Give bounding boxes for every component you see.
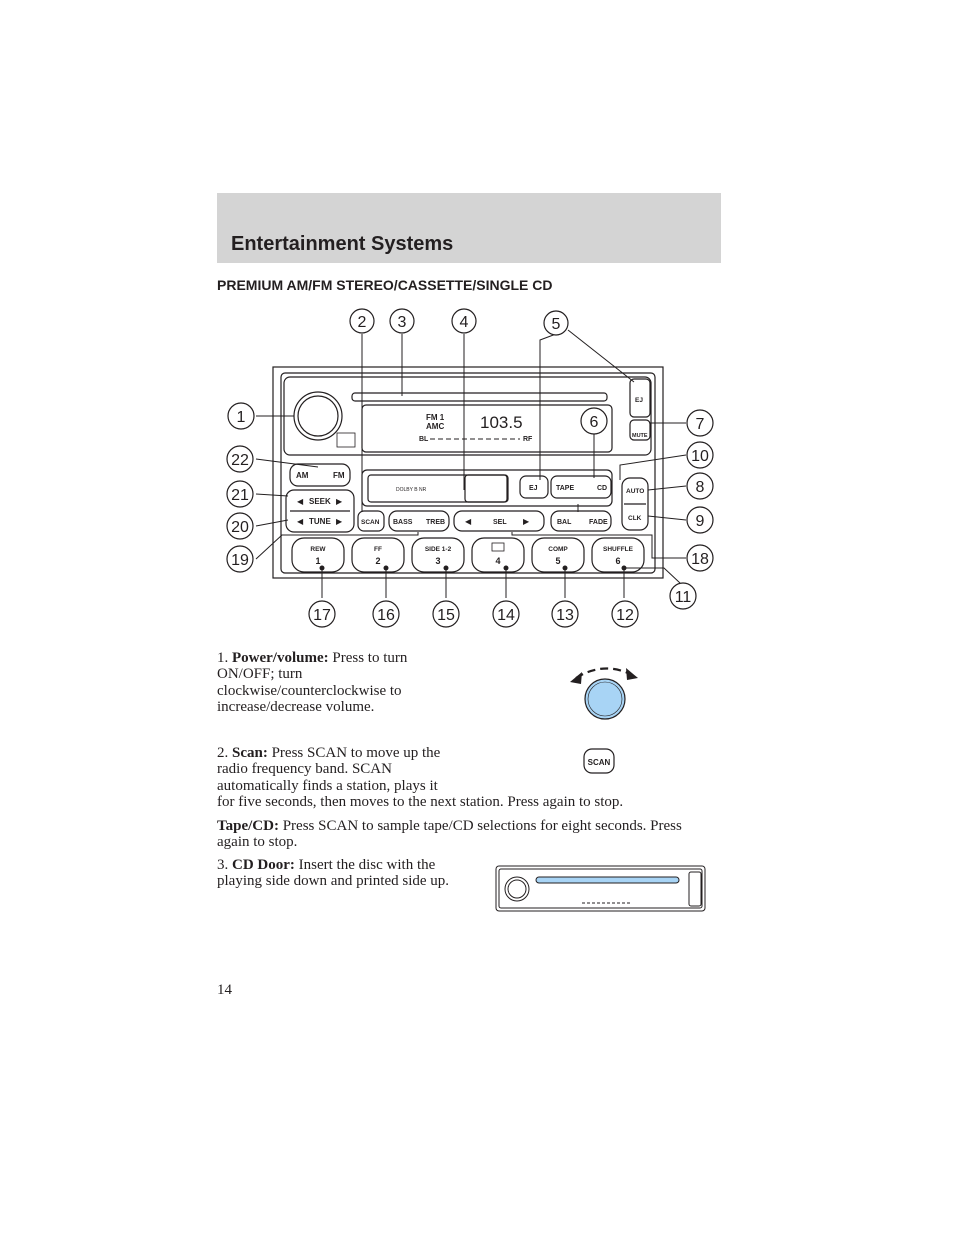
preset-2-top: FF <box>374 546 382 553</box>
scan-icon-label: SCAN <box>588 758 611 767</box>
item-cddoor-label: CD Door: <box>232 857 295 873</box>
callout-1: 1 <box>237 409 246 426</box>
preset-6-num: 6 <box>615 556 620 566</box>
callout-18: 18 <box>691 551 709 568</box>
item-power-num: 1. <box>217 650 229 666</box>
dolby-label: DOLBY B NR <box>396 487 427 493</box>
callout-12: 12 <box>616 607 634 624</box>
sel-left-icon: ◀ <box>465 517 472 526</box>
item-tapecd-text: Press SCAN to sample tape/CD selections … <box>217 818 682 851</box>
tape-button-label: TAPE <box>556 485 574 492</box>
item-scan: 2. Scan: Press SCAN to move up the radio… <box>217 745 707 811</box>
am-button-label: AM <box>296 471 309 480</box>
callout-3: 3 <box>398 314 407 331</box>
callout-15: 15 <box>437 607 455 624</box>
item-cddoor-text: Insert the disc with the playing side do… <box>217 857 450 890</box>
sel-right-icon: ▶ <box>523 517 530 526</box>
display-rf: RF <box>523 436 533 443</box>
power-knob-icon <box>570 667 638 720</box>
preset-1-top: REW <box>310 546 326 553</box>
preset-6-top: SHUFFLE <box>603 546 634 553</box>
item-power-volume: 1. Power/volume: Press to turn ON/OFF; t… <box>217 650 467 716</box>
callout-10: 10 <box>691 448 709 465</box>
callout-14: 14 <box>497 607 515 624</box>
item-power-label: Power/volume: <box>232 650 329 666</box>
callout-2: 2 <box>358 314 367 331</box>
treb-button-label: TREB <box>426 519 445 526</box>
scan-button-label: SCAN <box>361 519 380 526</box>
scan-icon: SCAN <box>583 748 615 774</box>
callout-20: 20 <box>231 519 249 536</box>
ej-left-button-label: EJ <box>529 485 538 492</box>
preset-4-num: 4 <box>495 556 500 566</box>
item-tape-cd: Tape/CD: Press SCAN to sample tape/CD se… <box>217 818 707 851</box>
volume-knob <box>293 391 343 441</box>
bal-button-label: BAL <box>557 519 572 526</box>
section-title: PREMIUM AM/FM STEREO/CASSETTE/SINGLE CD <box>217 277 553 293</box>
item-power-text: Press to turn ON/OFF; turn clockwise/cou… <box>217 650 408 716</box>
item-scan-text-a: Press SCAN to move up the radio frequenc… <box>217 745 441 794</box>
seek-button-label: SEEK <box>309 497 331 506</box>
preset-5-top: COMP <box>548 546 568 553</box>
header-band: Entertainment Systems <box>217 193 721 263</box>
tune-left-icon: ◀ <box>297 517 304 526</box>
display-bl: BL <box>419 436 429 443</box>
callout-16: 16 <box>377 607 395 624</box>
callout-9: 9 <box>696 513 705 530</box>
item-cd-door: 3. CD Door: Insert the disc with the pla… <box>217 857 467 890</box>
preset-1-num: 1 <box>315 556 320 566</box>
page-header-title: Entertainment Systems <box>231 233 454 255</box>
preset-3-num: 3 <box>435 556 440 566</box>
callout-19: 19 <box>231 552 249 569</box>
cd-button-label: CD <box>597 485 607 492</box>
item-scan-num: 2. <box>217 745 229 761</box>
radio-housing <box>272 366 664 579</box>
item-tapecd-label: Tape/CD: <box>217 818 279 834</box>
callout-6: 6 <box>590 414 599 431</box>
ej-right-button-label: EJ <box>635 397 643 404</box>
dolby-icon <box>491 542 505 552</box>
callout-17: 17 <box>313 607 331 624</box>
callout-5: 5 <box>552 316 561 333</box>
cd-door-icon <box>495 865 706 912</box>
callout-13: 13 <box>556 607 574 624</box>
fade-button-label: FADE <box>589 519 608 526</box>
callout-4: 4 <box>460 314 469 331</box>
cd-slot <box>351 392 608 402</box>
bass-button-label: BASS <box>393 519 413 526</box>
item-scan-label: Scan: <box>232 745 268 761</box>
callout-7: 7 <box>696 416 705 433</box>
display-band: FM 1 <box>426 413 445 422</box>
callout-11: 11 <box>675 589 692 606</box>
tune-button-label: TUNE <box>309 517 331 526</box>
seek-right-icon: ▶ <box>336 497 343 506</box>
sel-button-label: SEL <box>493 519 507 526</box>
fm-button-label: FM <box>333 471 345 480</box>
item-cddoor-num: 3. <box>217 857 229 873</box>
display-frequency: 103.5 <box>480 413 523 432</box>
callout-21: 21 <box>231 487 249 504</box>
seek-left-icon: ◀ <box>297 497 304 506</box>
tune-right-icon: ▶ <box>336 517 343 526</box>
clk-button-label: CLK <box>628 515 642 522</box>
auto-button-label: AUTO <box>626 488 644 495</box>
preset-3-top: SIDE 1-2 <box>425 546 452 553</box>
display-amc: AMC <box>426 422 444 431</box>
mute-button-label: MUTE <box>632 433 648 439</box>
callout-8: 8 <box>696 479 705 496</box>
item-scan-text-b: for five seconds, then moves to the next… <box>217 794 624 811</box>
preset-5-num: 5 <box>555 556 560 566</box>
callout-22: 22 <box>231 452 249 469</box>
page-number: 14 <box>217 982 232 998</box>
preset-2-num: 2 <box>375 556 380 566</box>
